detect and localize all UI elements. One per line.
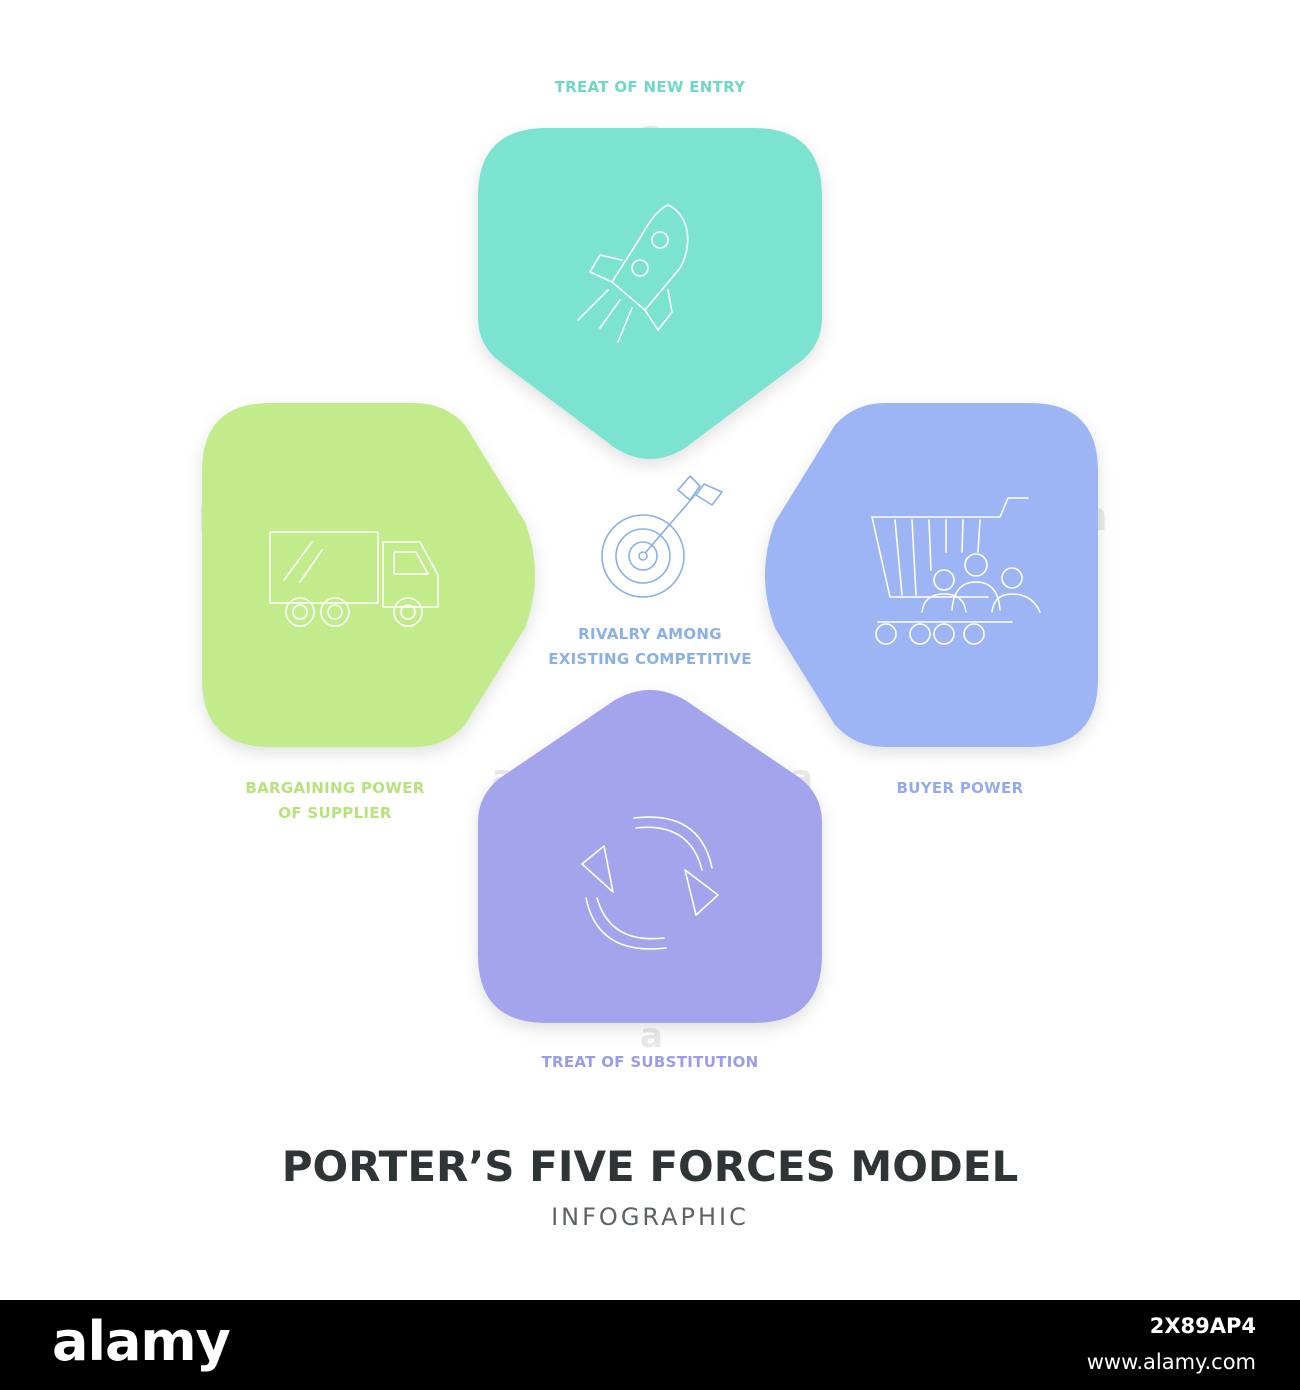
force-label-line: OF SUPPLIER xyxy=(278,804,392,822)
shopping-cart-people-icon xyxy=(871,497,1041,645)
truck-icon xyxy=(269,531,439,627)
watermark-text: a xyxy=(640,1016,663,1056)
footer-bar: alamy 2X89AP4 www.alamy.com xyxy=(0,1300,1300,1390)
force-label-supplier: BARGAINING POWER OF SUPPLIER xyxy=(185,776,485,826)
target-arrow-icon xyxy=(601,475,723,598)
force-shape-buyer xyxy=(765,403,1098,747)
page-subtitle: INFOGRAPHIC xyxy=(551,1203,749,1231)
force-label-substitution: TREAT OF SUBSTITUTION xyxy=(450,1050,850,1075)
site-url: www.alamy.com xyxy=(1086,1350,1256,1374)
force-shape-supplier xyxy=(202,403,535,747)
force-shape-substitution xyxy=(478,690,822,1023)
five-forces-diagram xyxy=(202,128,1098,1023)
page-title: PORTER’S FIVE FORCES MODEL xyxy=(281,1142,1019,1191)
force-label-line: TREAT OF SUBSTITUTION xyxy=(541,1053,759,1071)
force-label-line: TREAT OF NEW ENTRY xyxy=(554,78,746,96)
brand-logo: alamy xyxy=(52,1310,231,1373)
force-label-new-entry: TREAT OF NEW ENTRY xyxy=(450,75,850,100)
center-label: RIVALRY AMONG EXISTING COMPETITIVE xyxy=(500,622,800,672)
force-shape-new-entry xyxy=(478,128,822,459)
image-id: 2X89AP4 xyxy=(1149,1314,1256,1338)
center-label-line: EXISTING COMPETITIVE xyxy=(548,650,752,668)
center-label-line: RIVALRY AMONG xyxy=(578,625,722,643)
rocket-icon xyxy=(577,204,689,343)
force-label-buyer: BUYER POWER xyxy=(860,776,1060,801)
force-label-line: BUYER POWER xyxy=(896,779,1024,797)
force-label-line: BARGAINING POWER xyxy=(245,779,425,797)
refresh-arrows-icon xyxy=(581,816,719,950)
